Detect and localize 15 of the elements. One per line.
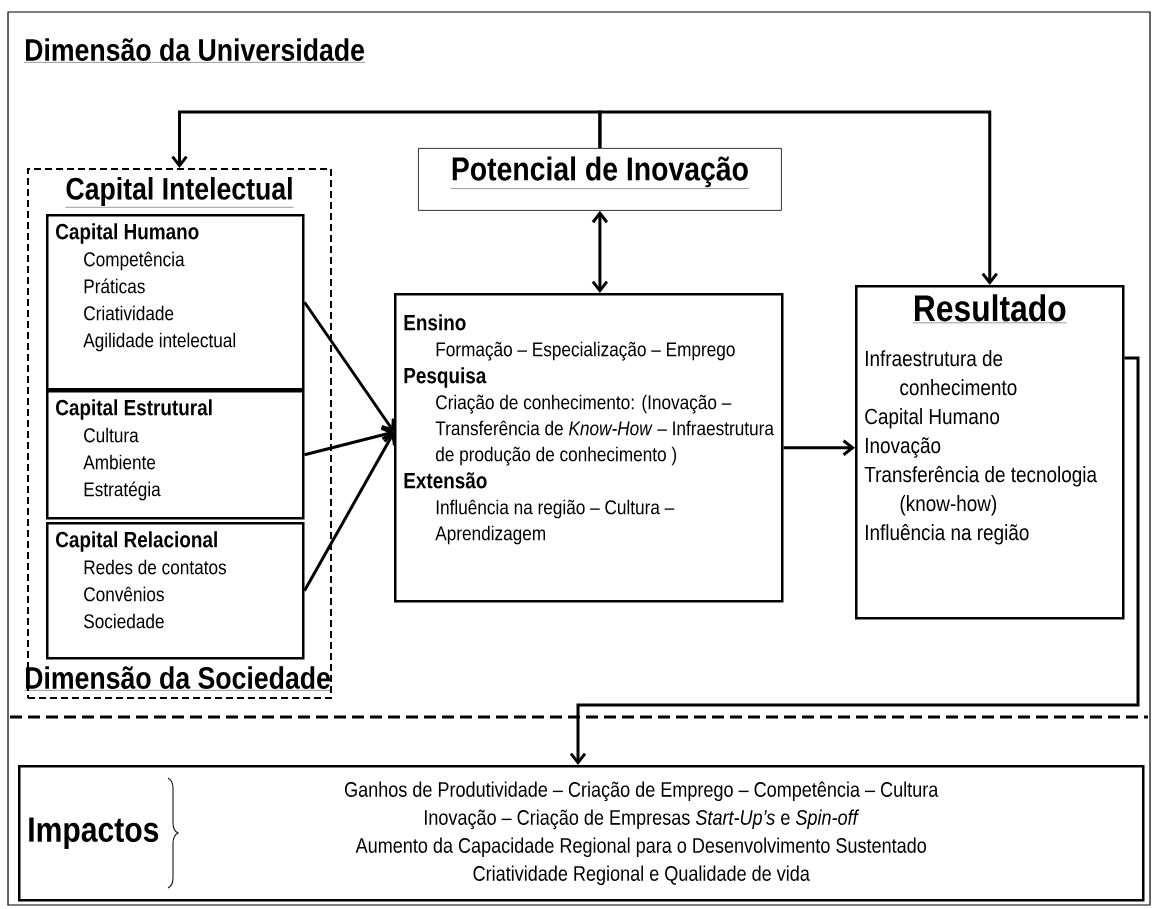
arrow	[598, 110, 998, 285]
arrow	[783, 439, 855, 456]
section-heading: Dimensão da Sociedade	[24, 666, 332, 691]
result-box: Resultado Infraestrutura de conhecimento Capital Humano Inovação Transferência de tecnologia (know-how) Influência na região	[855, 285, 1125, 620]
arrow	[591, 210, 609, 293]
capital-box: Capital Estrutural Cultura Ambiente Estratégia	[46, 390, 305, 520]
arrow	[304, 426, 394, 457]
section-heading: Dimensão da Universidade	[24, 38, 366, 63]
capital-box: Capital Humano Competência Práticas Criatividade Agilidade intelectual	[46, 214, 305, 391]
capital-box: Capital Relacional Redes de contatos Convênios Sociedade	[46, 522, 305, 660]
title-box: Potencial de Inovação	[418, 148, 782, 211]
impact-box: Impactos Ganhos de Produtividade – Criação de Emprego – Competência – Cultura Inovação – Criação de Empresas Start-Up’s e Spin-off Aumento da Capacidade Regional para o Desenvolvimento Sustentado Criatividade Regional e Qualidade de vida	[18, 765, 1145, 902]
activity-box: Ensino Formação – Especialização – Emprego Pesquisa Criação de conhecimento: (Inovação – Transferência de Know-How – Infraestrutura de produção de conhecimento ) Extensão Influência na região – Cultura – Aprendizagem	[394, 293, 784, 603]
arrow	[303, 301, 395, 432]
arrow	[569, 356, 1140, 765]
